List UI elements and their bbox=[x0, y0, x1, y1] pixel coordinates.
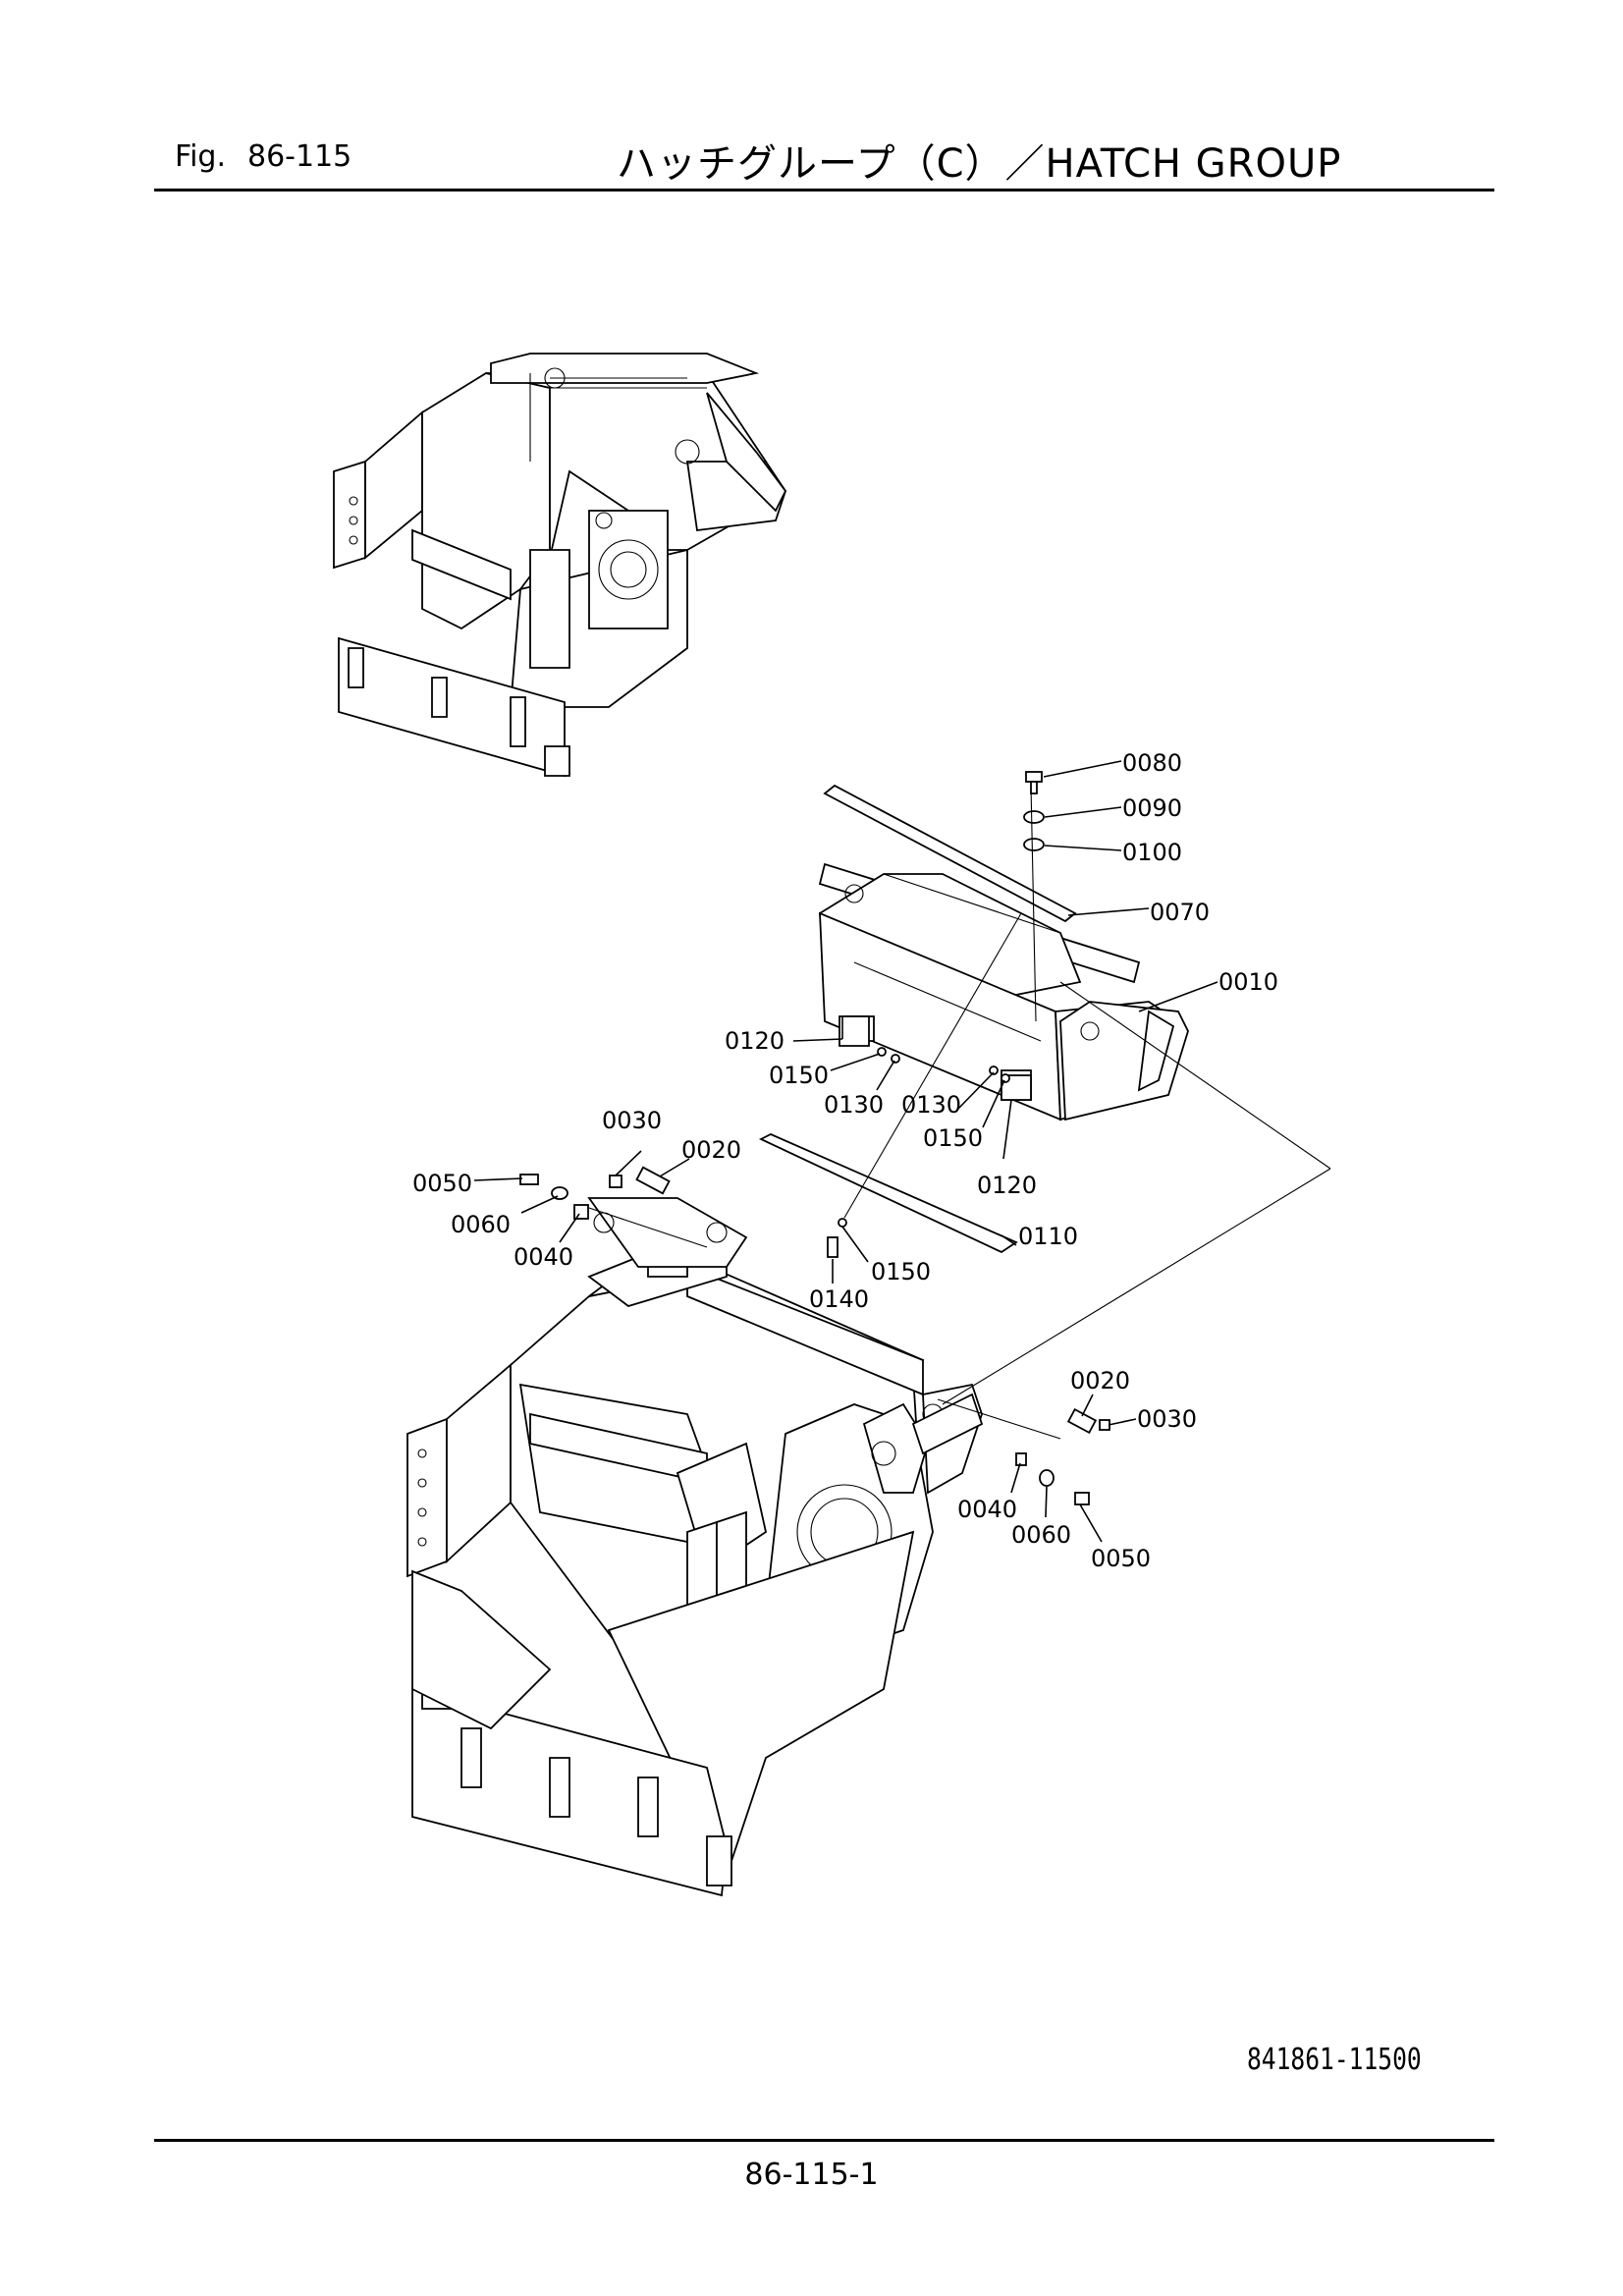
callout-0030: 0030 bbox=[1137, 1405, 1197, 1433]
callout-0120: 0120 bbox=[725, 1027, 784, 1055]
callout-labels: 0080 0090 0100 0070 0010 0120 0150 0130 … bbox=[412, 749, 1278, 1572]
figure-label: Fig. 86-115 bbox=[175, 139, 352, 174]
callout-0100: 0100 bbox=[1122, 839, 1182, 866]
callout-0120: 0120 bbox=[977, 1172, 1037, 1199]
fig-number: 86-115 bbox=[247, 139, 352, 174]
hardware-parts bbox=[519, 771, 1110, 1505]
callout-0110: 0110 bbox=[1018, 1223, 1078, 1250]
callout-0080: 0080 bbox=[1122, 749, 1182, 777]
main-frame-illustration bbox=[406, 1197, 984, 1897]
callout-0040: 0040 bbox=[514, 1243, 573, 1271]
callout-0060: 0060 bbox=[451, 1211, 511, 1238]
header-rule bbox=[154, 189, 1494, 191]
footer-rule bbox=[154, 2139, 1494, 2142]
callout-0050: 0050 bbox=[412, 1170, 472, 1197]
strip-0110-illustration bbox=[758, 1133, 1018, 1254]
callout-0070: 0070 bbox=[1150, 899, 1210, 926]
callout-0140: 0140 bbox=[809, 1285, 869, 1313]
callout-0090: 0090 bbox=[1122, 794, 1182, 822]
callout-0030: 0030 bbox=[602, 1107, 662, 1134]
hatch-cover-illustration bbox=[818, 862, 1189, 1121]
callout-0150: 0150 bbox=[923, 1124, 983, 1152]
fig-prefix: Fig. bbox=[175, 139, 226, 174]
callout-0150: 0150 bbox=[769, 1062, 829, 1089]
callout-0130: 0130 bbox=[824, 1091, 884, 1119]
page-title: ハッチグループ（C）／HATCH GROUP bbox=[617, 141, 1342, 187]
callout-0150: 0150 bbox=[871, 1258, 931, 1285]
page-number: 86-115-1 bbox=[744, 2158, 879, 2192]
overview-frame-illustration bbox=[333, 353, 787, 778]
callout-0130: 0130 bbox=[901, 1091, 961, 1119]
callout-0060: 0060 bbox=[1011, 1521, 1071, 1549]
callout-0020: 0020 bbox=[1070, 1367, 1130, 1394]
callout-0010: 0010 bbox=[1218, 968, 1278, 996]
callout-0020: 0020 bbox=[681, 1136, 741, 1164]
callout-0040: 0040 bbox=[957, 1496, 1017, 1523]
callout-0050: 0050 bbox=[1091, 1545, 1151, 1572]
document-number: 841861-11500 bbox=[1247, 2043, 1422, 2077]
leader-lines bbox=[473, 760, 1331, 1543]
